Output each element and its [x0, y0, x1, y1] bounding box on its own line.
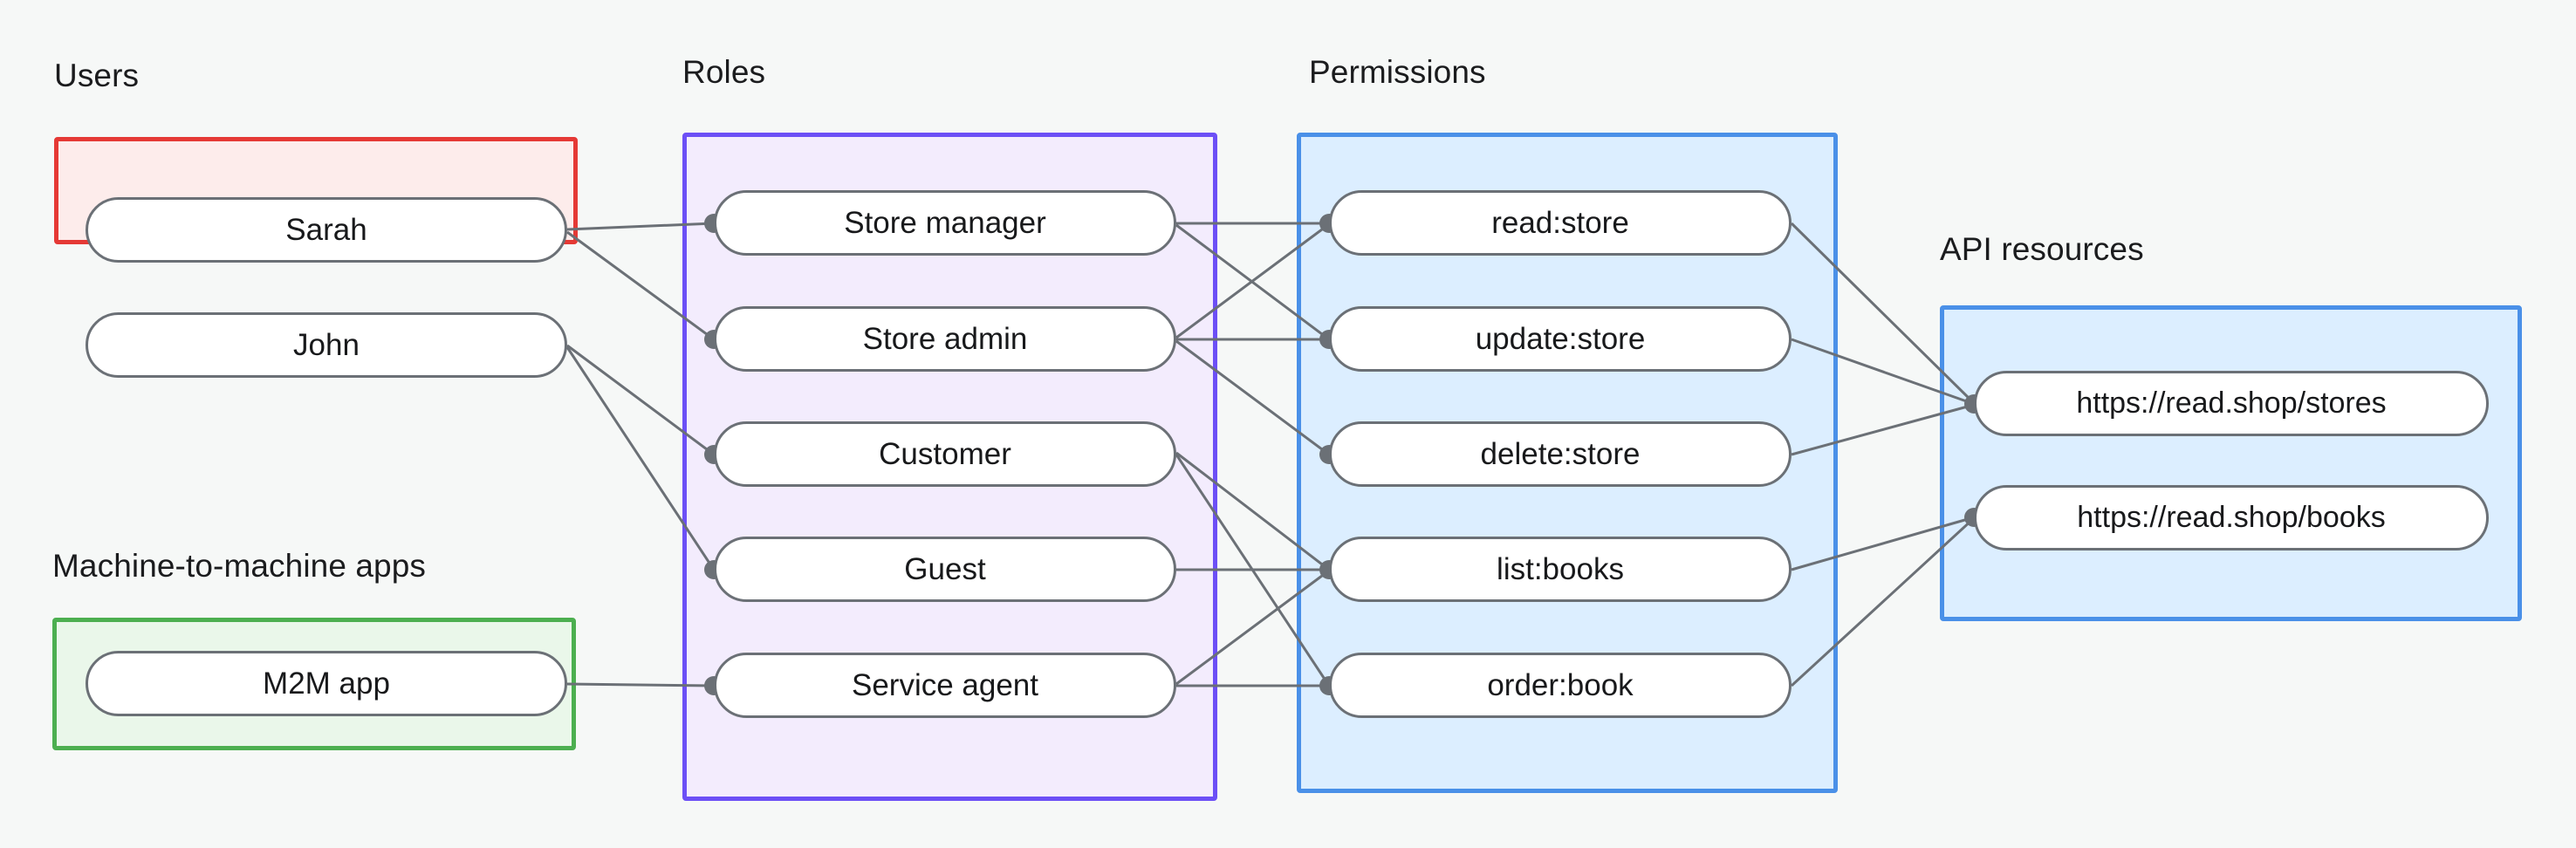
node-store_admin[interactable]: Store admin	[714, 306, 1176, 372]
group-title-permissions: Permissions	[1309, 54, 1486, 90]
node-delete_store[interactable]: delete:store	[1329, 421, 1792, 487]
node-m2mapp[interactable]: M2M app	[86, 651, 567, 716]
group-box-api_resources	[1940, 305, 2522, 621]
node-guest[interactable]: Guest	[714, 537, 1176, 602]
node-service_agent[interactable]: Service agent	[714, 653, 1176, 718]
group-title-api_resources: API resources	[1940, 231, 2144, 267]
node-store_manager[interactable]: Store manager	[714, 190, 1176, 256]
group-title-users: Users	[54, 58, 140, 93]
node-sarah[interactable]: Sarah	[86, 197, 567, 263]
group-title-roles: Roles	[682, 54, 766, 90]
node-list_books[interactable]: list:books	[1329, 537, 1792, 602]
node-john[interactable]: John	[86, 312, 567, 378]
node-books_url[interactable]: https://read.shop/books	[1974, 485, 2489, 551]
node-order_book[interactable]: order:book	[1329, 653, 1792, 718]
node-stores_url[interactable]: https://read.shop/stores	[1974, 371, 2489, 436]
node-read_store[interactable]: read:store	[1329, 190, 1792, 256]
node-update_store[interactable]: update:store	[1329, 306, 1792, 372]
node-customer[interactable]: Customer	[714, 421, 1176, 487]
group-title-m2m: Machine-to-machine apps	[52, 548, 427, 584]
